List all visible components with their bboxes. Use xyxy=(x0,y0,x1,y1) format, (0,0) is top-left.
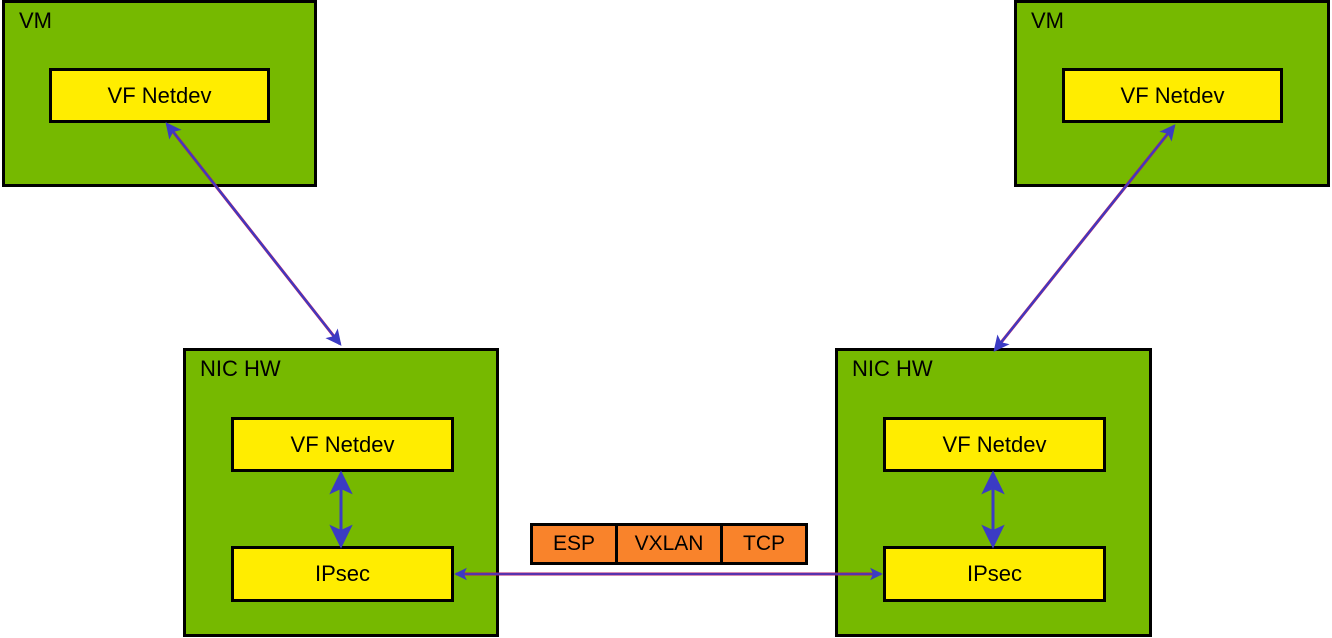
nic-right-title: NIC HW xyxy=(852,356,933,381)
packet-field-tcp[interactable]: TCP xyxy=(723,526,805,562)
nic-left-vf-netdev-box[interactable]: VF Netdev xyxy=(231,417,454,472)
vm-left-title: VM xyxy=(19,8,52,33)
nic-left-ipsec-box[interactable]: IPsec xyxy=(231,546,454,602)
packet-encapsulation[interactable]: ESP VXLAN TCP xyxy=(530,523,808,565)
vm-right-title: VM xyxy=(1031,8,1064,33)
nic-left-title: NIC HW xyxy=(200,356,281,381)
vm-left-vf-netdev-box[interactable]: VF Netdev xyxy=(49,68,270,123)
nic-right-ipsec-box[interactable]: IPsec xyxy=(883,546,1106,602)
nic-right-vf-netdev-box[interactable]: VF Netdev xyxy=(883,417,1106,472)
packet-field-vxlan[interactable]: VXLAN xyxy=(618,526,723,562)
vm-right-vf-netdev-box[interactable]: VF Netdev xyxy=(1062,68,1283,123)
packet-field-esp[interactable]: ESP xyxy=(533,526,618,562)
